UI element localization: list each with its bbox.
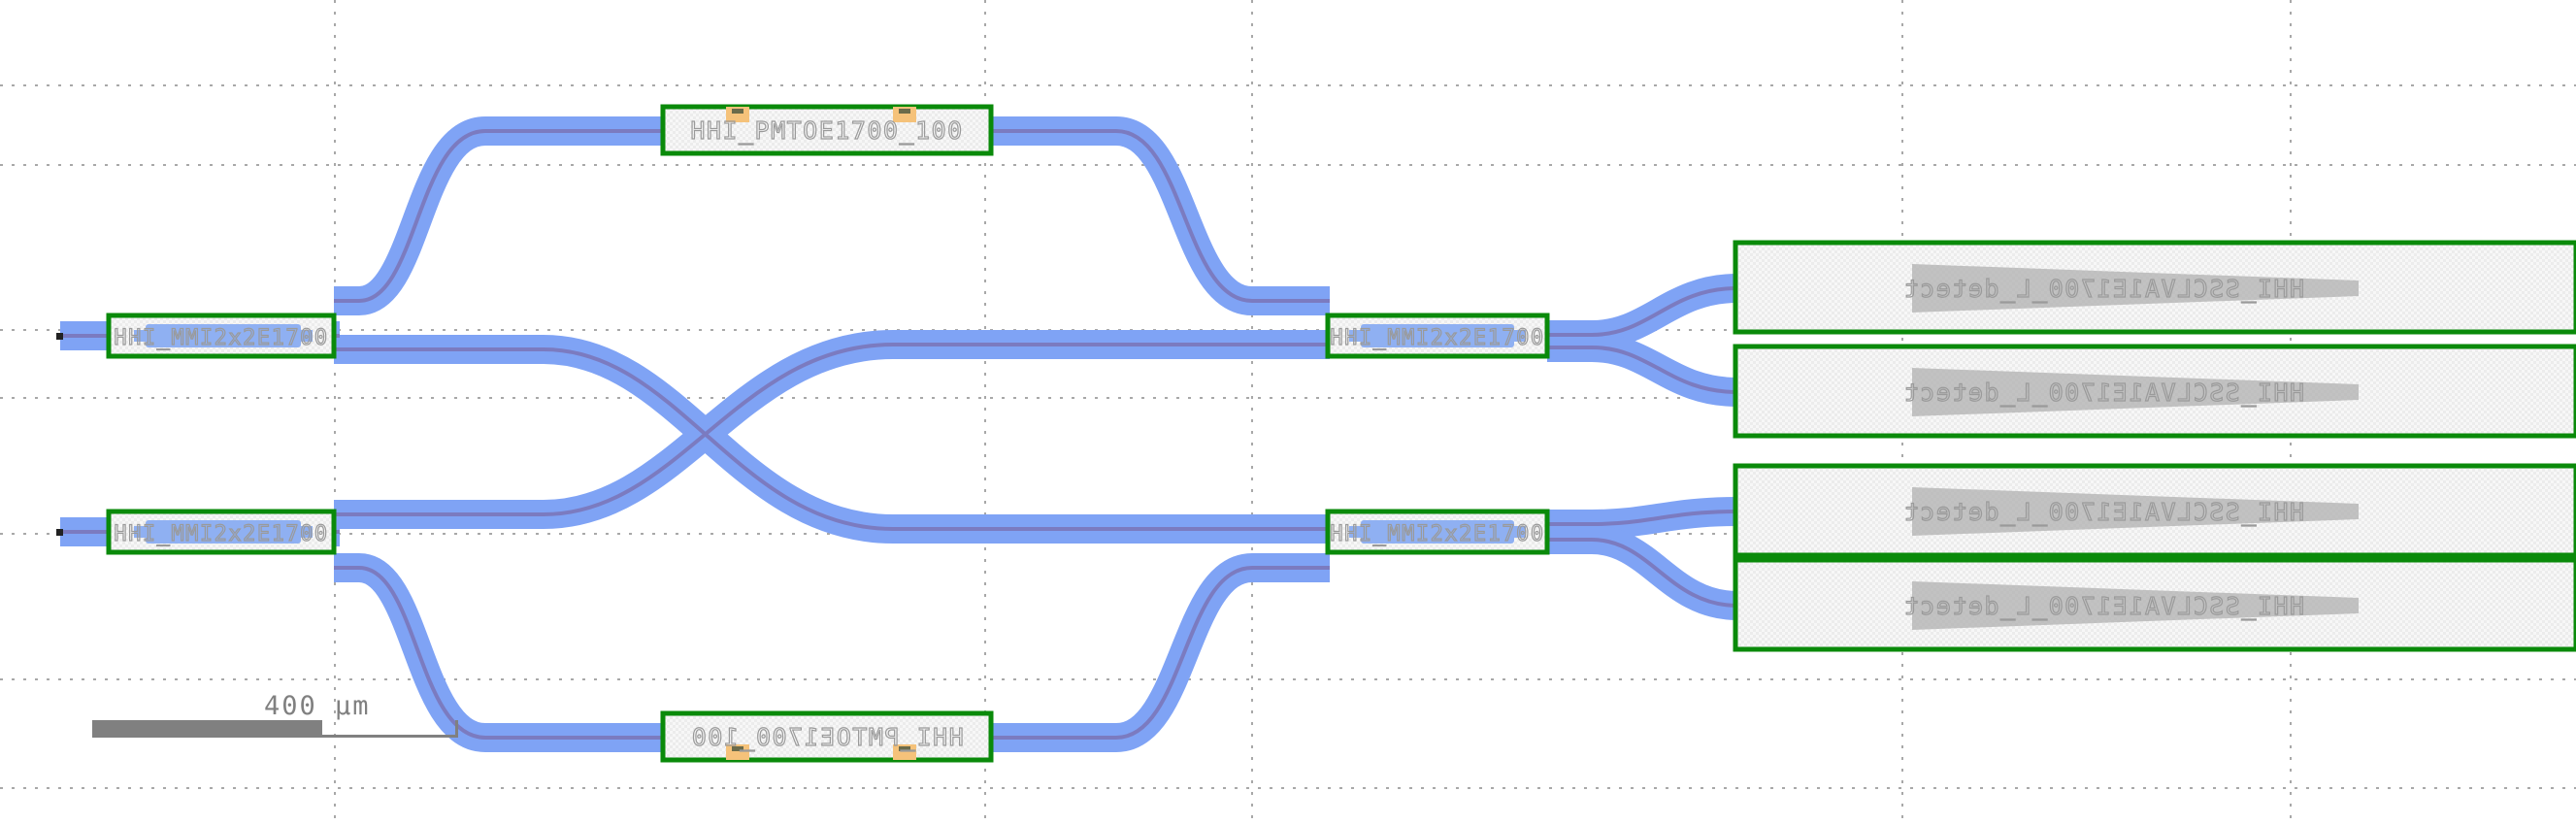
- mmi-cell: [1325, 509, 1550, 555]
- ssc-cell: [1733, 344, 2576, 439]
- label-pm-bottom: HHI_PMTOE1700_100: [690, 723, 963, 751]
- label-mmi-bottom-right: HHI_MMI2x2E1700: [1330, 522, 1544, 546]
- label-ssc-3: HHI_SSCLVA1E1700_L_detect: [1902, 498, 2304, 526]
- mmi-cell-group: [106, 313, 1550, 555]
- scale-bar-label: 400 µm: [264, 691, 371, 721]
- pm-cell-top: [660, 104, 994, 156]
- mmi-cell: [106, 509, 337, 555]
- mmi-cell: [106, 313, 337, 359]
- phase-modulator-group: [660, 104, 994, 763]
- ssc-cell: [1733, 557, 2576, 652]
- ssc-cell-group: [1733, 240, 2576, 652]
- ssc-cell: [1733, 240, 2576, 335]
- input-port-top-marker: [56, 333, 63, 340]
- port-markers: [56, 333, 63, 536]
- pm-cell-bottom: [660, 710, 994, 763]
- label-mmi-bottom-left: HHI_MMI2x2E1700: [114, 522, 328, 546]
- cell-labels: HHI_PMTOE1700_100 HHI_PMTOE1700_100 HHI_…: [114, 115, 2305, 751]
- label-ssc-2: HHI_SSCLVA1E1700_L_detect: [1902, 379, 2304, 407]
- mmi-cell: [1325, 313, 1550, 359]
- label-mmi-top-right: HHI_MMI2x2E1700: [1330, 326, 1544, 350]
- input-port-bottom-marker: [56, 529, 63, 536]
- label-pm-top: HHI_PMTOE1700_100: [690, 116, 963, 145]
- label-ssc-1: HHI_SSCLVA1E1700_L_detect: [1902, 275, 2304, 303]
- scale-bar-tail: [322, 720, 458, 738]
- label-mmi-top-left: HHI_MMI2x2E1700: [114, 326, 328, 350]
- ssc-cell: [1733, 463, 2576, 558]
- scale-bar-fill: [92, 720, 322, 738]
- label-ssc-4: HHI_SSCLVA1E1700_L_detect: [1902, 592, 2304, 620]
